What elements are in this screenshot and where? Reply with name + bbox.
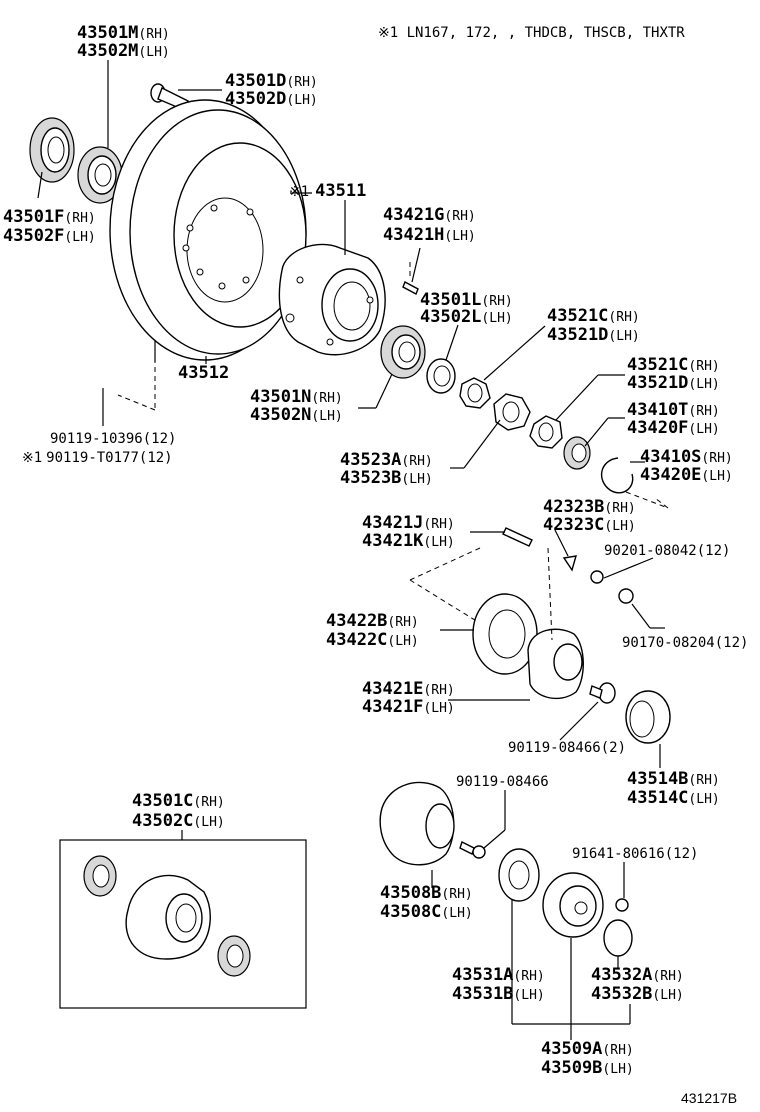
label-90119-08466: 90119-08466 bbox=[456, 774, 549, 790]
label-43502l: 43502L(LH) bbox=[420, 307, 513, 327]
label-43531a: 43531A(RH) bbox=[452, 965, 545, 985]
inner-oil-seal-part[interactable] bbox=[426, 358, 456, 394]
hex-nut-part[interactable] bbox=[618, 588, 634, 604]
flange-bolt-part[interactable] bbox=[589, 682, 616, 704]
label-43508b: 43508B(RH) bbox=[380, 883, 473, 903]
leader-lines bbox=[37, 60, 665, 1040]
spacer-ring-part[interactable] bbox=[563, 436, 591, 470]
label-43521d-right: 43521D(LH) bbox=[627, 373, 720, 393]
label-43422c: 43422C(LH) bbox=[326, 630, 419, 650]
label-43521d-upper: 43521D(LH) bbox=[547, 325, 640, 345]
label-43521c-upper: 43521C(RH) bbox=[547, 306, 640, 326]
label-43410s: 43410S(RH) bbox=[640, 447, 733, 467]
label-43514c: 43514C(LH) bbox=[627, 788, 720, 808]
label-43501d: 43501D(RH) bbox=[225, 71, 318, 91]
label-43532b: 43532B(LH) bbox=[591, 984, 684, 1004]
label-43523b: 43523B(LH) bbox=[340, 468, 433, 488]
hub-body-bolt-part[interactable] bbox=[459, 841, 486, 859]
label-43420e: 43420E(LH) bbox=[640, 465, 733, 485]
hub-nut-outer-part[interactable] bbox=[529, 415, 563, 449]
inner-bearing-part[interactable] bbox=[380, 325, 426, 379]
label-90119-10396: 90119-10396(12) bbox=[50, 431, 176, 447]
label-43421h: 43421H(LH) bbox=[383, 225, 476, 245]
front-axle-hub-part[interactable] bbox=[278, 243, 386, 356]
label-90170-08204: 90170-08204(12) bbox=[622, 635, 748, 651]
label-43501n: 43501N(RH) bbox=[250, 387, 343, 407]
label-43512: 43512 bbox=[178, 363, 229, 383]
label-43502d: 43502D(LH) bbox=[225, 89, 318, 109]
label-43508c: 43508C(LH) bbox=[380, 902, 473, 922]
label-43532a: 43532A(RH) bbox=[591, 965, 684, 985]
label-43509a: 43509A(RH) bbox=[541, 1039, 634, 1059]
hub-gasket-part[interactable] bbox=[498, 848, 540, 902]
grease-cap-part[interactable] bbox=[625, 690, 671, 744]
label-43422b: 43422B(RH) bbox=[326, 611, 419, 631]
label-43421f: 43421F(LH) bbox=[362, 697, 455, 717]
label-90119-08466-2: 90119-08466(2) bbox=[508, 740, 626, 756]
label-42323b: 42323B(RH) bbox=[543, 497, 636, 517]
label-43501m: 43501M(RH) bbox=[77, 23, 170, 43]
label-43531b: 43531B(LH) bbox=[452, 984, 545, 1004]
label-43421j: 43421J(RH) bbox=[362, 513, 455, 533]
free-wheel-hub-body-part[interactable] bbox=[379, 781, 455, 866]
oil-seal-outer-part[interactable] bbox=[29, 117, 75, 183]
label-43523a: 43523A(RH) bbox=[340, 450, 433, 470]
label-43501c: 43501C(RH) bbox=[132, 791, 225, 811]
label-43509b: 43509B(LH) bbox=[541, 1058, 634, 1078]
hub-nut-part[interactable] bbox=[459, 377, 491, 409]
outer-bearing-part[interactable] bbox=[77, 146, 123, 204]
free-wheel-hub-cover-part[interactable] bbox=[542, 872, 604, 938]
hub-cap-part[interactable] bbox=[603, 919, 633, 957]
label-43502f: 43502F(LH) bbox=[3, 226, 96, 246]
applicability-note: ※1 LN167, 172, , THDCB, THSCB, THXTR bbox=[378, 25, 685, 41]
lock-washer-part[interactable] bbox=[493, 393, 531, 431]
flange-gasket-part[interactable] bbox=[472, 593, 538, 675]
inset-hub-assembly[interactable] bbox=[59, 839, 307, 1009]
label-42323c: 42323C(LH) bbox=[543, 515, 636, 535]
diagram-code: 431217B bbox=[681, 1090, 737, 1106]
label-43514b: 43514B(RH) bbox=[627, 769, 720, 789]
flange-nut-part[interactable] bbox=[590, 570, 604, 584]
label-43502m: 43502M(LH) bbox=[77, 41, 170, 61]
hub-stud-part[interactable] bbox=[402, 281, 419, 295]
brake-disc-part[interactable] bbox=[109, 99, 307, 361]
label-43421g: 43421G(RH) bbox=[383, 205, 476, 225]
label-43501f: 43501F(RH) bbox=[3, 207, 96, 227]
flange-stud-part[interactable] bbox=[502, 527, 533, 547]
label-43410t: 43410T(RH) bbox=[627, 400, 720, 420]
label-43420f: 43420F(LH) bbox=[627, 418, 720, 438]
label-43501l: 43501L(RH) bbox=[420, 290, 513, 310]
snap-ring-part[interactable] bbox=[600, 457, 634, 494]
label-43521c-right: 43521C(RH) bbox=[627, 355, 720, 375]
label-43502n: 43502N(LH) bbox=[250, 405, 343, 425]
drive-flange-part[interactable] bbox=[527, 628, 584, 700]
cone-washer-part[interactable] bbox=[562, 555, 577, 572]
label-90201-08042: 90201-08042(12) bbox=[604, 543, 730, 559]
label-91641-80616: 91641-80616(12) bbox=[572, 846, 698, 862]
label-43421e: 43421E(RH) bbox=[362, 679, 455, 699]
label-43421k: 43421K(LH) bbox=[362, 531, 455, 551]
label-43502c: 43502C(LH) bbox=[132, 811, 225, 831]
cover-bolt-part[interactable] bbox=[615, 898, 629, 912]
